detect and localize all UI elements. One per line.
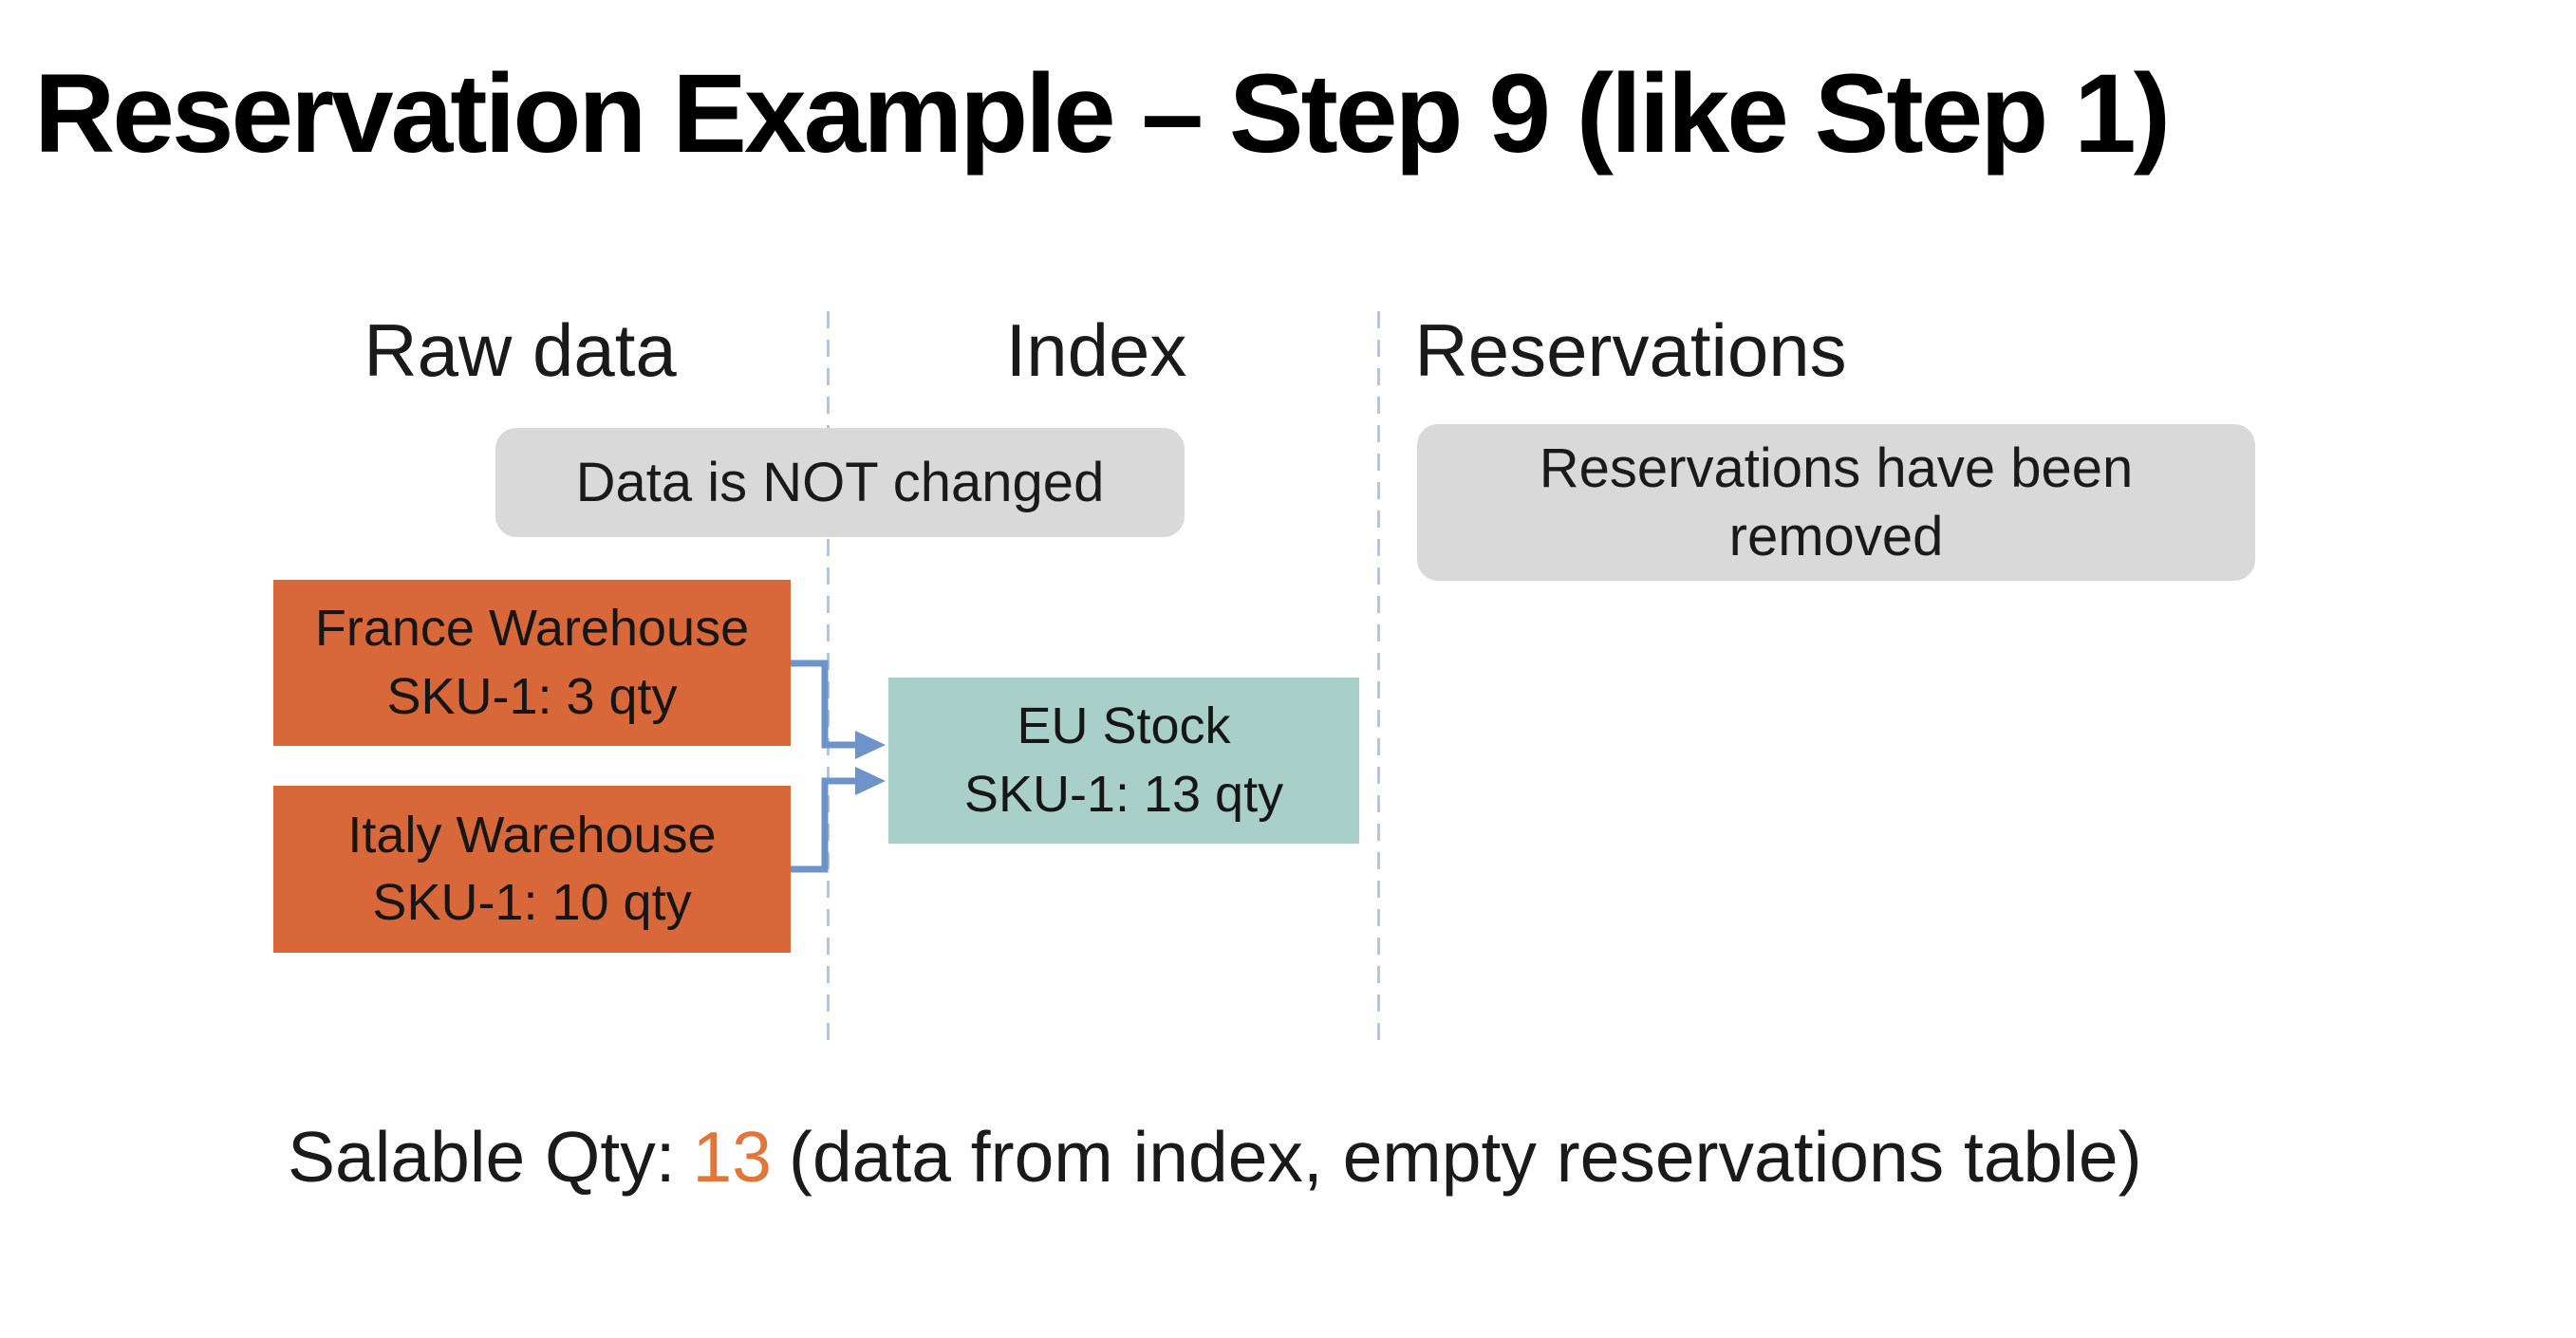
slide-title: Reservation Example – Step 9 (like Step …	[34, 51, 2171, 177]
eu-stock-stock: SKU-1: 13 qty	[963, 765, 1284, 823]
eu-stock-index-box: EU Stock SKU-1: 13 qty	[888, 678, 1359, 844]
france-warehouse-name: France Warehouse	[314, 600, 750, 658]
italy-warehouse-stock: SKU-1: 10 qty	[372, 874, 692, 931]
column-header-reservations: Reservations	[1414, 308, 1847, 392]
salable-qty-value: 13	[692, 1117, 772, 1197]
callout-data-not-changed-text: Data is NOT changed	[575, 451, 1105, 513]
connector-line-italy-to-eu	[791, 777, 855, 873]
column-header-index: Index	[1005, 308, 1187, 392]
column-divider-right	[1377, 311, 1380, 1044]
salable-qty-label: Salable Qty:	[288, 1117, 676, 1197]
italy-warehouse-name: Italy Warehouse	[347, 806, 717, 864]
column-divider-left	[827, 311, 830, 1044]
salable-qty-summary: Salable Qty:13(data from index, empty re…	[288, 1122, 2142, 1193]
connector-arrowhead-france-icon	[855, 731, 886, 759]
france-warehouse-stock: SKU-1: 3 qty	[386, 667, 678, 725]
salable-qty-note: (data from index, empty reservations tab…	[788, 1117, 2142, 1197]
eu-stock-name: EU Stock	[1017, 697, 1231, 755]
connector-arrowhead-italy-icon	[855, 767, 886, 795]
italy-warehouse-box: Italy Warehouse SKU-1: 10 qty	[273, 786, 791, 953]
callout-reservations-removed-text: Reservations have been removed	[1539, 437, 2134, 567]
france-warehouse-box: France Warehouse SKU-1: 3 qty	[273, 580, 791, 746]
column-header-raw-data: Raw data	[364, 308, 677, 392]
connector-line-france-to-eu	[791, 660, 855, 749]
callout-reservations-removed: Reservations have been removed	[1417, 424, 2255, 581]
callout-data-not-changed: Data is NOT changed	[495, 428, 1185, 537]
